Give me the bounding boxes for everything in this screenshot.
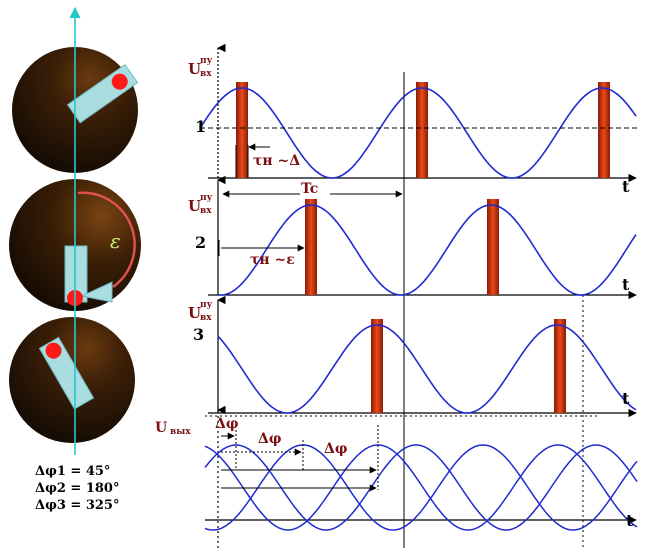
disk-1-marker (111, 73, 128, 90)
panel-4-y-label: U (155, 420, 167, 436)
panel-2-pulse-1 (305, 199, 317, 295)
panel-4-wave-3 (204, 444, 638, 531)
panel-1-y-sub: вх (200, 69, 212, 79)
panel-3-wave (217, 324, 637, 414)
panel-1-t-label: t (622, 177, 630, 196)
panel-1-pulse-3 (598, 82, 610, 178)
tau-delta-label: τн ~Δ (253, 153, 300, 169)
panel-2-pulse-2 (487, 199, 499, 295)
epsilon-label: ε (110, 229, 121, 253)
panel-2-labels: U пу вх 2 t τн ~ε (188, 193, 630, 294)
panel-4-wave-2 (204, 444, 638, 531)
disk-3-slider (38, 336, 95, 410)
panel-4-wave-1 (204, 444, 638, 531)
panel-1-wave (199, 87, 637, 179)
panel-3-pulse-2 (554, 319, 566, 413)
panel-4-t-label: t (626, 511, 634, 530)
panel-1-y-sup: пу (200, 56, 213, 66)
panel-2-y-sub: вх (200, 206, 212, 216)
panel-1-pulse-2 (416, 82, 428, 178)
panel-2-y-label: U (188, 197, 201, 215)
panel-1-y-label: U (188, 60, 201, 78)
panel-3-pulse-1 (371, 319, 383, 413)
rotation-arc (77, 191, 136, 289)
disk-2-wedge (80, 281, 113, 303)
phase-label-3: Δφ3 = 325° (35, 498, 119, 513)
panel-3-t-label: t (622, 389, 630, 408)
phase-label-2: Δφ2 = 180° (35, 481, 119, 496)
delta-phi-label-1: Δφ (215, 416, 239, 432)
panel-3-labels: U пу вх 3 t (188, 300, 630, 408)
tau-epsilon-label: τн ~ε (250, 252, 295, 268)
disk-column: ε Δφ1 = 45° Δφ2 = 180° Δφ3 = 325° (9, 6, 141, 513)
delta-phi-label-3: Δφ (324, 441, 348, 457)
panel-2-wave (217, 204, 637, 296)
phase-label-1: Δφ1 = 45° (35, 464, 110, 479)
panel-2-number: 2 (195, 233, 206, 252)
delta-phi-label-2: Δφ (258, 431, 282, 447)
panel-2-y-sup: пу (200, 193, 213, 203)
panel-1-labels: U пу вх 1 t τн ~Δ Tc (188, 56, 630, 197)
panel-3-y-label: U (188, 304, 201, 322)
panel-3-y-sup: пу (200, 300, 213, 310)
panel-4-labels: U вых t Δφ Δφ Δφ (155, 416, 634, 530)
period-label: Tc (301, 181, 318, 197)
panel-3-number: 3 (193, 325, 204, 344)
disk-1-slider (66, 63, 139, 124)
disk-3-marker (45, 342, 62, 359)
panel-3-y-sub: вх (200, 313, 212, 323)
panel-1-number: 1 (195, 117, 206, 136)
panel-1-pulse-1 (236, 82, 248, 178)
waveform-area (199, 43, 638, 548)
panel-2-t-label: t (622, 275, 630, 294)
panel-4-y-sub: вых (170, 427, 191, 437)
